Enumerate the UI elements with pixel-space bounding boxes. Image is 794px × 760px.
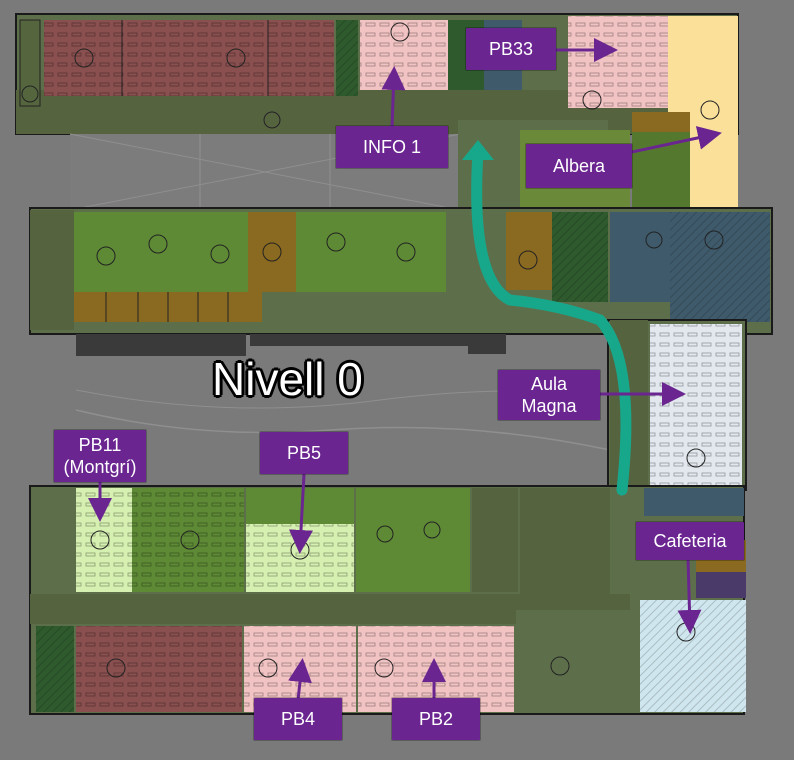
label-pb33-text: PB33 [488, 39, 534, 59]
label-pb5-text: PB5 [286, 443, 322, 463]
label-pb4-text: PB4 [280, 709, 316, 729]
route-arrowhead [462, 140, 494, 160]
label-cafeteria[interactable]: Cafeteria [636, 522, 744, 560]
label-pb2-text: PB2 [418, 709, 454, 729]
label-pb2[interactable]: PB2 [392, 698, 480, 740]
label-pb5[interactable]: PB5 [260, 432, 348, 474]
label-pb11-text: PB11 (Montgrí) [63, 435, 137, 477]
label-cafeteria-text: Cafeteria [653, 531, 727, 551]
label-albera[interactable]: Albera [526, 144, 632, 188]
label-albera-text: Albera [552, 156, 606, 176]
label-pb11[interactable]: PB11 (Montgrí) [54, 430, 146, 482]
label-pb4[interactable]: PB4 [254, 698, 342, 740]
map-title: Nivell 0 [212, 353, 363, 405]
label-aula-magna[interactable]: Aula Magna [498, 370, 600, 420]
label-info1[interactable]: INFO 1 [336, 126, 448, 168]
label-aula-magna-text: Aula Magna [521, 374, 577, 416]
label-pb33[interactable]: PB33 [466, 28, 556, 70]
label-info1-text: INFO 1 [362, 137, 421, 157]
